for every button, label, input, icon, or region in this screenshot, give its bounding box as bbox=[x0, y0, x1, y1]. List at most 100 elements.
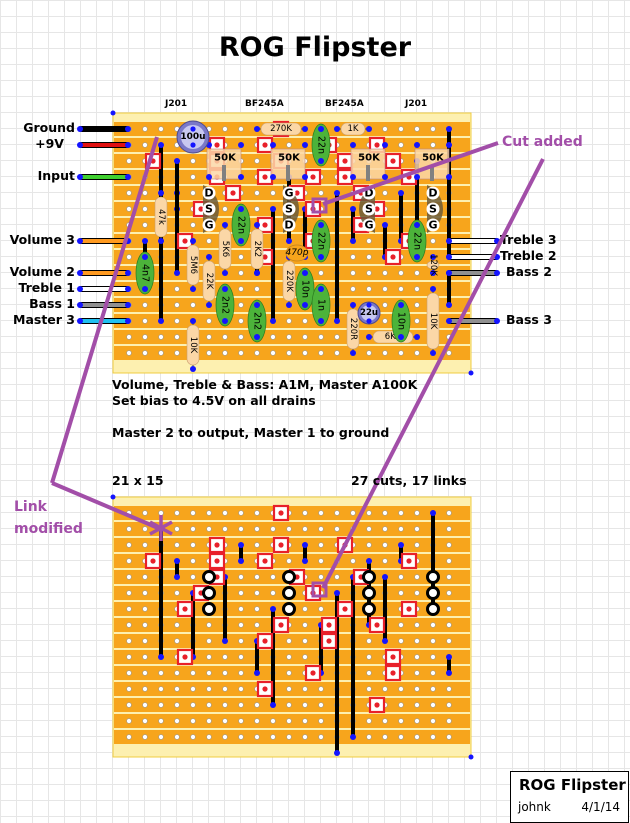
wire-end bbox=[77, 126, 83, 132]
hole bbox=[414, 590, 420, 596]
hole bbox=[222, 718, 228, 724]
hole bbox=[414, 670, 420, 676]
hole bbox=[206, 510, 212, 516]
film-cap-pin bbox=[414, 254, 420, 260]
chip-label: J201 bbox=[405, 99, 428, 109]
hole bbox=[238, 318, 244, 324]
trimmer-wiper bbox=[430, 165, 434, 181]
strip-cut-dot bbox=[150, 558, 156, 564]
hole bbox=[382, 542, 388, 548]
hole bbox=[366, 526, 372, 532]
hole bbox=[286, 334, 292, 340]
hole bbox=[158, 734, 164, 740]
link-end bbox=[238, 542, 244, 548]
strip-cut-dot bbox=[262, 686, 268, 692]
film-cap-body bbox=[231, 203, 251, 247]
hole bbox=[142, 510, 148, 516]
resistor-pin bbox=[334, 126, 340, 132]
hole bbox=[174, 302, 180, 308]
hole bbox=[446, 510, 452, 516]
wire-label-left: +9V bbox=[35, 136, 64, 151]
hole bbox=[142, 334, 148, 340]
film-cap-pin bbox=[318, 318, 324, 324]
hole bbox=[302, 318, 308, 324]
hole bbox=[414, 350, 420, 356]
resistor-pin bbox=[222, 270, 228, 276]
off-board-wire bbox=[79, 142, 129, 148]
hole bbox=[174, 734, 180, 740]
hole bbox=[366, 254, 372, 260]
transistor-pad-ring bbox=[426, 602, 440, 616]
hole bbox=[430, 734, 436, 740]
trimmer-pin bbox=[414, 174, 420, 180]
strip-cut-dot bbox=[182, 238, 188, 244]
strip-cut-dot bbox=[214, 142, 220, 148]
hole bbox=[158, 718, 164, 724]
film-cap-body bbox=[391, 299, 411, 343]
hole bbox=[222, 526, 228, 532]
wire-label-left: Volume 3 bbox=[9, 232, 75, 247]
hole bbox=[254, 510, 260, 516]
strip-cut-dot bbox=[374, 622, 380, 628]
film-cap-body bbox=[247, 299, 267, 343]
strip-cut-dot bbox=[390, 158, 396, 164]
film-cap-label: 1n bbox=[316, 299, 327, 311]
link-end bbox=[334, 590, 340, 596]
hole bbox=[126, 686, 132, 692]
note-bias: Set bias to 4.5V on all drains bbox=[112, 393, 316, 408]
resistor-label: 10K bbox=[428, 313, 438, 330]
film-cap-pin bbox=[318, 158, 324, 164]
resistor-label: 5M6 bbox=[188, 256, 198, 274]
hole bbox=[302, 622, 308, 628]
strip-cut-dot bbox=[406, 606, 412, 612]
off-board-wire bbox=[79, 126, 129, 132]
link-end bbox=[254, 670, 260, 676]
hole bbox=[158, 670, 164, 676]
hole bbox=[350, 510, 356, 516]
hole bbox=[174, 686, 180, 692]
trimmer-pin bbox=[350, 174, 356, 180]
hole bbox=[158, 126, 164, 132]
hole bbox=[254, 718, 260, 724]
wire-end bbox=[125, 286, 131, 292]
hole bbox=[174, 718, 180, 724]
trimmer-pin bbox=[238, 142, 244, 148]
hole bbox=[126, 526, 132, 532]
trimmer-pin bbox=[350, 142, 356, 148]
title-block: ROG Flipster johnk 4/1/14 bbox=[510, 771, 629, 823]
hole bbox=[414, 286, 420, 292]
hole bbox=[174, 510, 180, 516]
trimmer-pin bbox=[414, 142, 420, 148]
strip-cut-dot bbox=[374, 142, 380, 148]
jfet-pin-badge bbox=[202, 186, 216, 200]
link-end bbox=[302, 542, 308, 548]
hole bbox=[254, 206, 260, 212]
resistor-pin bbox=[430, 286, 436, 292]
jfet-pin-badge bbox=[202, 202, 216, 216]
trimmer-pin bbox=[302, 142, 308, 148]
hole bbox=[142, 302, 148, 308]
resistor-pin bbox=[222, 222, 228, 228]
strip-cut-dot bbox=[358, 222, 364, 228]
hole bbox=[382, 510, 388, 516]
hole bbox=[190, 302, 196, 308]
resistor-pin bbox=[286, 302, 292, 308]
link-end bbox=[238, 558, 244, 564]
hole bbox=[142, 542, 148, 548]
trimmer-label: 50K bbox=[214, 153, 237, 164]
hole bbox=[238, 254, 244, 260]
hole bbox=[174, 318, 180, 324]
hole bbox=[286, 686, 292, 692]
off-board-wire bbox=[79, 238, 129, 244]
wire-end bbox=[77, 302, 83, 308]
hole bbox=[238, 702, 244, 708]
title-block-author: johnk bbox=[518, 800, 551, 814]
hole bbox=[398, 126, 404, 132]
hole bbox=[366, 270, 372, 276]
hole bbox=[382, 558, 388, 564]
link-end bbox=[158, 318, 164, 324]
wire-label-left: Master 3 bbox=[13, 312, 75, 327]
resistor-label: 220R bbox=[348, 318, 358, 340]
wire-end bbox=[446, 238, 452, 244]
electrolytic-label: 100u bbox=[180, 132, 205, 142]
